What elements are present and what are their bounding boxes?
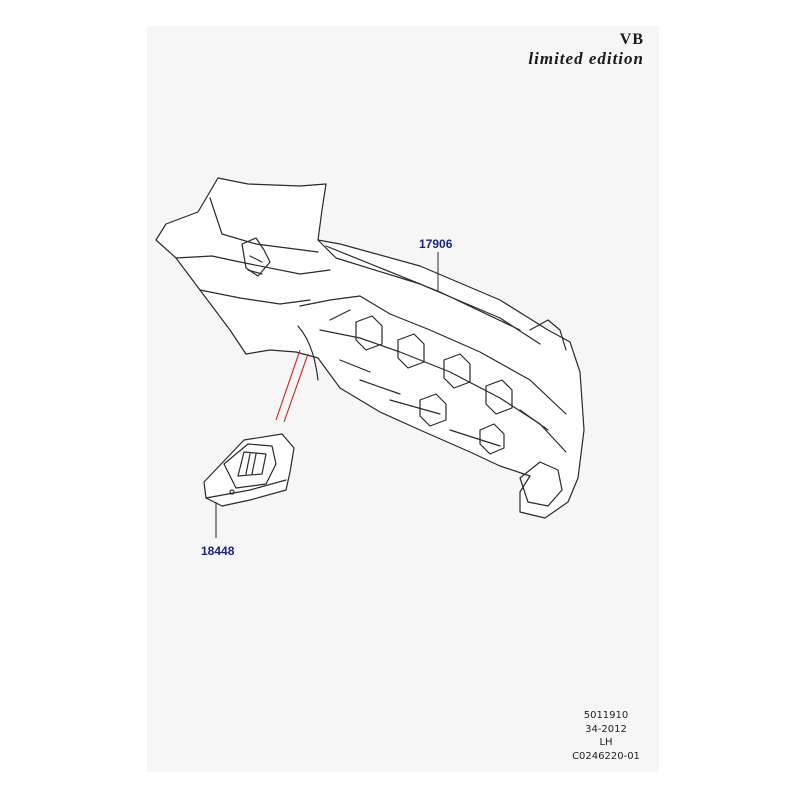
wheel-arch: [297, 325, 319, 381]
bumper-top-edge: [325, 245, 521, 331]
callout-leaders: [215, 252, 439, 538]
part-number-shield[interactable]: 18448: [201, 544, 235, 558]
inner-face: [299, 295, 567, 415]
reference-line-2: 34-2012: [585, 723, 627, 735]
part-number-bumper[interactable]: 17906: [419, 237, 453, 251]
left-mount-bracket: [241, 237, 271, 277]
splash-shield[interactable]: [203, 433, 295, 507]
shield-edge: [205, 479, 287, 499]
left-corner-lower: [199, 289, 311, 305]
inner-reinforcement-blocks: [355, 315, 513, 455]
shield-fixing-hole: [229, 489, 235, 495]
shield-plate: [203, 433, 295, 507]
left-corner-flange: [175, 255, 331, 275]
edition-label: limited edition: [528, 49, 644, 68]
shield-boss-top: [237, 451, 267, 477]
left-mount-detail: [247, 255, 263, 275]
right-lower-pocket: [519, 461, 563, 507]
reference-line-3: LH: [599, 737, 613, 748]
rear-bumper-cover[interactable]: [155, 177, 585, 519]
reference-line-4: C0246220-01: [572, 750, 640, 762]
assembly-leader-arrows: [275, 349, 309, 423]
reference-line-1: 5011910: [583, 710, 629, 721]
drawing-reference-block: 5011910 34-2012 LH C0246220-01: [560, 709, 652, 763]
right-corner-return: [529, 319, 567, 351]
inner-ribs: [329, 309, 549, 447]
left-corner-inner: [209, 197, 319, 253]
model-code: VB: [619, 31, 644, 48]
shield-boss-lines: [245, 453, 257, 475]
shield-raised-boss: [223, 443, 277, 489]
